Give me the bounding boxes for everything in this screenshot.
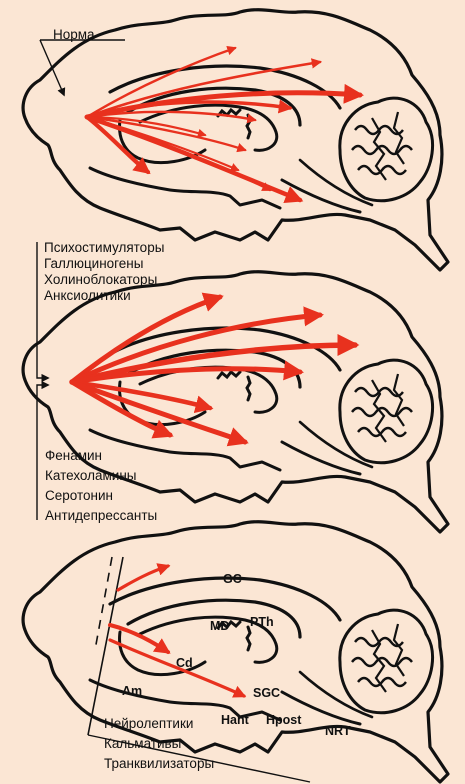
structure-nrt: NRT — [325, 724, 351, 738]
drug-item: Антидепрессанты — [45, 506, 157, 526]
panel-normal — [23, 10, 448, 270]
drug-item: Галлюциногены — [44, 256, 164, 272]
label-pointer-arrow — [40, 40, 64, 95]
drug-item: Фенамин — [45, 446, 157, 466]
structure-hpost: Hpost — [266, 713, 302, 727]
structure-md: MD — [210, 619, 229, 633]
block-line — [88, 557, 123, 735]
structure-hant: Hant — [221, 713, 250, 727]
drug-item: Кальмативы — [104, 734, 214, 754]
structure-gc: GC — [223, 572, 242, 586]
drug-list-monoamines: Фенамин Катехоламины Серотонин Антидепре… — [45, 446, 157, 526]
panel-depressed: GC MD PTh Cd Am SGC Hant Hpost NRT — [23, 522, 448, 782]
structure-cd: Cd — [176, 656, 193, 670]
label-norm: Норма — [53, 27, 95, 43]
structure-pth: PTh — [250, 615, 274, 629]
drug-item: Холиноблокаторы — [44, 272, 164, 288]
drug-item: Психостимуляторы — [44, 240, 164, 256]
drug-item: Нейролептики — [104, 714, 214, 734]
structure-sgc: SGC — [253, 686, 280, 700]
arrows-stimulated — [72, 297, 355, 442]
drug-item: Серотонин — [45, 486, 157, 506]
arrow — [87, 117, 300, 200]
brain-outline-3 — [23, 522, 448, 782]
drug-list-stimulants: Психостимуляторы Галлюциногены Холинобло… — [44, 240, 164, 304]
structure-am: Am — [122, 684, 142, 698]
drug-item: Анксиолитики — [44, 288, 164, 304]
drug-item: Транквилизаторы — [104, 754, 214, 774]
drug-item: Катехоламины — [45, 466, 157, 486]
drug-list-depressants: Нейролептики Кальмативы Транквилизаторы — [104, 714, 214, 774]
